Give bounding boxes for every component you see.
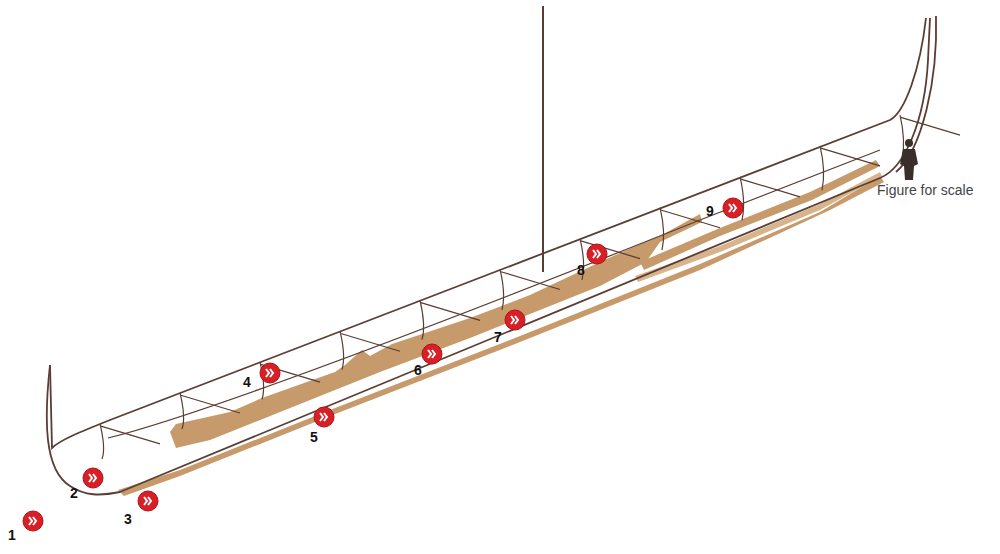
rib <box>740 177 800 220</box>
marker-icon <box>83 468 103 488</box>
rib <box>100 424 160 459</box>
callout-number: 8 <box>577 262 585 278</box>
marker-icon <box>260 363 280 383</box>
scale-figure <box>900 139 918 180</box>
rib <box>420 300 480 339</box>
callout-number: 1 <box>8 527 16 543</box>
marker-icon <box>505 310 525 330</box>
marker-icon <box>314 407 334 427</box>
marker-icon <box>587 244 607 264</box>
callout-number: 3 <box>124 511 132 527</box>
marker-icon <box>138 491 158 511</box>
marker-icon <box>723 198 743 218</box>
rib <box>820 146 880 190</box>
rib <box>260 362 320 399</box>
rib <box>580 239 640 280</box>
callout-number: 7 <box>494 329 502 345</box>
marker-icon <box>23 511 43 531</box>
scale-note: Figure for scale <box>877 182 973 198</box>
callout-number: 9 <box>706 203 714 219</box>
ribs <box>100 115 960 459</box>
marker-icon <box>422 344 442 364</box>
callout-markers <box>23 198 743 531</box>
callout-number: 6 <box>414 362 422 378</box>
callout-number: 4 <box>243 374 251 390</box>
rib <box>500 269 560 309</box>
callout-number: 2 <box>70 485 78 501</box>
callout-number: 5 <box>310 429 318 445</box>
mast <box>542 6 544 272</box>
rib <box>340 331 400 369</box>
rib <box>180 393 240 429</box>
hull-outline <box>47 16 936 494</box>
